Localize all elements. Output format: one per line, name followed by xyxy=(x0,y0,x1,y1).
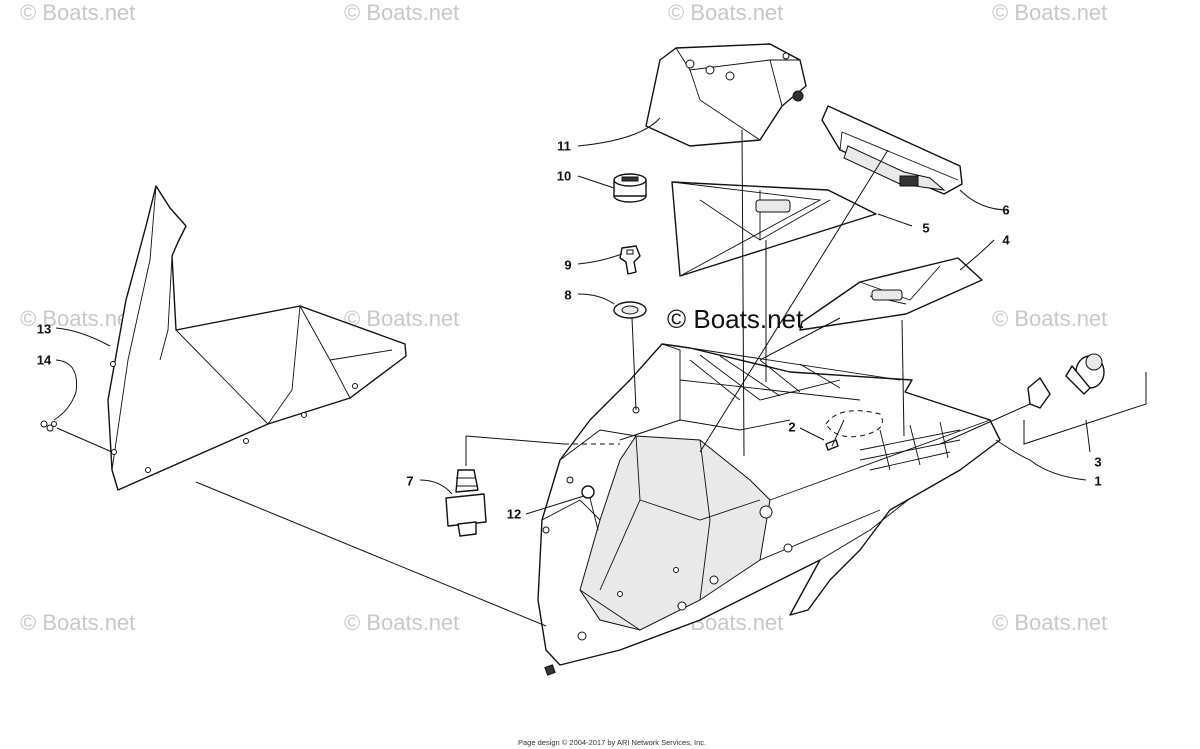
leader-line xyxy=(55,327,111,347)
leader-line xyxy=(1085,419,1091,453)
module-part xyxy=(821,105,1009,211)
callout-number: 4 xyxy=(1002,232,1010,248)
screw-part xyxy=(825,419,845,451)
callout-number: 8 xyxy=(564,287,572,303)
leader-line xyxy=(577,175,615,189)
alignment-line xyxy=(631,317,637,411)
decal-part xyxy=(799,257,983,331)
callout-number: 2 xyxy=(788,419,796,435)
callout-number: 1 xyxy=(1094,473,1102,489)
watermark: © Boats.net xyxy=(992,610,1108,635)
leader-line xyxy=(577,253,623,265)
switch-part xyxy=(445,469,487,537)
leader-line xyxy=(53,359,78,421)
callout-number: 13 xyxy=(36,321,52,337)
bezel-part xyxy=(613,301,647,319)
watermark: © Boats.net xyxy=(20,610,136,635)
leader-line xyxy=(525,495,585,515)
watermark: © Boats.net xyxy=(344,0,460,25)
callout-number: 5 xyxy=(922,220,930,236)
leader-line xyxy=(877,213,913,227)
alignment-line xyxy=(465,435,565,445)
center-watermark: © Boats.net xyxy=(667,304,804,334)
watermark: © Boats.net xyxy=(20,306,136,331)
cap-part xyxy=(613,173,647,203)
callout-number: 12 xyxy=(506,506,522,522)
alignment-line xyxy=(195,481,547,627)
watermark: © Boats.net xyxy=(344,610,460,635)
screw-part xyxy=(581,485,599,531)
decal-part xyxy=(671,181,877,277)
watermark: © Boats.net xyxy=(20,0,136,25)
callout-number: 6 xyxy=(1002,202,1010,218)
callout-number: 7 xyxy=(406,473,414,489)
alignment-line xyxy=(699,149,889,453)
key-part xyxy=(619,245,641,275)
alignment-line xyxy=(901,319,905,437)
callout-number: 10 xyxy=(556,168,572,184)
watermark: © Boats.net xyxy=(992,0,1108,25)
footer-copyright: Page design © 2004-2017 by ARI Network S… xyxy=(518,738,707,747)
watermark: © Boats.net xyxy=(992,306,1108,331)
leader-line xyxy=(959,239,995,271)
windshield-part xyxy=(107,185,407,491)
hood-part xyxy=(537,343,1001,676)
housing-part xyxy=(645,43,807,147)
callout-number: 3 xyxy=(1094,454,1102,470)
alignment-line xyxy=(741,129,745,457)
alignment-line xyxy=(939,403,1031,445)
screw-part xyxy=(40,420,113,453)
callout-number: 11 xyxy=(557,138,571,154)
leader-line xyxy=(799,427,825,441)
leader-line xyxy=(419,479,453,495)
callout-number: 9 xyxy=(564,257,572,273)
leader-line xyxy=(577,293,615,305)
watermark: © Boats.net xyxy=(344,306,460,331)
watermark: © Boats.net xyxy=(668,0,784,25)
outlet-part xyxy=(1027,353,1105,409)
alignment-line xyxy=(759,317,841,361)
callout-number: 14 xyxy=(36,352,52,368)
leader-line xyxy=(995,439,1087,481)
bracket-line xyxy=(1023,372,1147,445)
leader-line xyxy=(577,117,661,147)
